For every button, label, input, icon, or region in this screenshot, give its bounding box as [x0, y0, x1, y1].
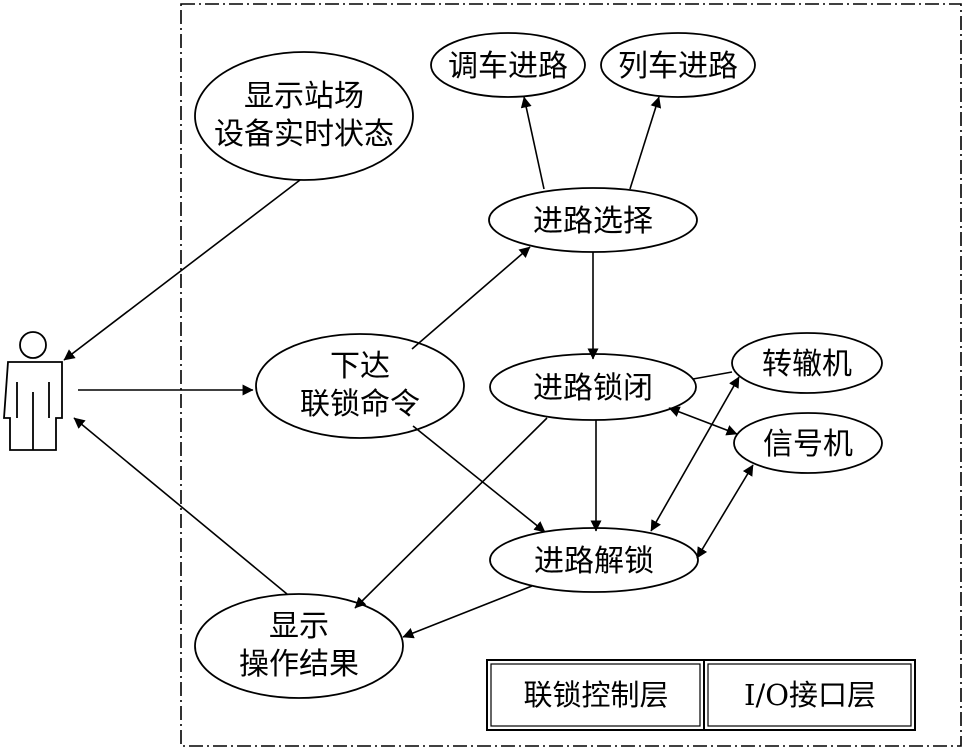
arrow-select-to-shunt	[520, 96, 545, 190]
io-layer-box-inner	[707, 663, 912, 727]
show-status-ellipse	[194, 51, 414, 181]
line-lock-to-switch	[692, 371, 733, 380]
signal-label: 信号机	[763, 427, 853, 462]
train-route-ellipse	[600, 32, 756, 98]
arrow-lock-signal	[668, 406, 738, 436]
show-status-line2: 设备实时状态	[214, 117, 394, 152]
io-layer-label: I/O接口层	[744, 678, 876, 712]
arrow-result-to-actor	[73, 417, 288, 595]
interlock-layer-label: 联锁控制层	[523, 678, 668, 712]
train-route-label: 列车进路	[618, 49, 738, 84]
arrow-cmd-to-unlock	[412, 425, 546, 533]
issue-cmd-line2: 联锁命令	[300, 387, 420, 422]
interlock-layer-box-inner	[490, 663, 701, 727]
operator-actor-icon	[3, 331, 63, 451]
issue-cmd-line1: 下达	[330, 349, 390, 384]
show-status-line1: 显示站场	[244, 79, 364, 114]
arrow-cmd-to-select	[411, 246, 531, 350]
arrow-signal-unlock	[696, 464, 754, 559]
arrow-select-to-train	[629, 96, 662, 190]
layer-legend	[486, 659, 916, 731]
show-result-ellipse	[194, 593, 404, 699]
route-lock-label: 进路锁闭	[533, 371, 653, 406]
switch-label: 转辙机	[762, 347, 852, 382]
shunt-route-label: 调车进路	[448, 49, 568, 84]
route-unlock-label: 进路解锁	[534, 544, 654, 579]
show-result-line2: 操作结果	[239, 647, 359, 682]
arrow-unlock-to-result	[402, 585, 533, 639]
switch-ellipse	[731, 332, 883, 394]
show-result-line1: 显示	[269, 609, 329, 644]
shunt-route-ellipse	[430, 32, 586, 98]
arrow-status-to-actor	[63, 179, 301, 361]
issue-cmd-ellipse	[255, 333, 465, 439]
system-boundary	[180, 3, 962, 747]
route-select-label: 进路选择	[533, 204, 653, 239]
arrow-switch-unlock	[650, 376, 740, 532]
io-layer-box-outer	[703, 659, 916, 731]
arrow-lock-to-result	[354, 417, 548, 609]
